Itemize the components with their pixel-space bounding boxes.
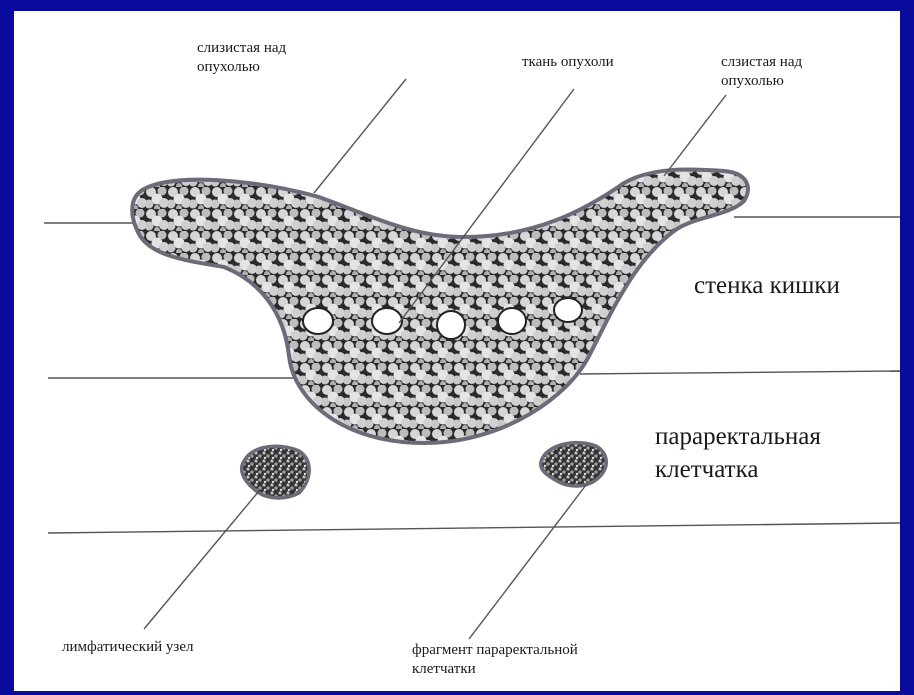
label-mucosa-left-line1: слизистая над	[197, 39, 286, 58]
label-pararectal-fragment-line1: фрагмент параректальной	[412, 641, 578, 660]
label-mucosa-right: слзистая над опухолью	[721, 53, 802, 91]
label-bowel-wall: стенка кишки	[694, 270, 840, 303]
label-pararectal-tissue-line2: клетчатка	[655, 454, 821, 487]
label-pararectal-tissue: параректальная клетчатка	[655, 421, 821, 486]
label-mucosa-right-line2: опухолью	[721, 72, 802, 91]
vessel-hole-4	[498, 308, 526, 334]
label-pararectal-fragment-line2: клетчатки	[412, 660, 578, 679]
label-mucosa-left: слизистая над опухолью	[197, 39, 286, 77]
pararectal-fragment	[541, 443, 606, 486]
tumor-diagram	[14, 11, 900, 691]
layer-line-bottom	[48, 523, 900, 533]
vessel-hole-2	[372, 308, 402, 334]
lymph-node	[242, 446, 309, 498]
tumor-mass	[132, 169, 748, 443]
layer-line-middle-right	[580, 371, 900, 374]
label-lymph-node: лимфатический узел	[62, 638, 193, 657]
label-pararectal-fragment: фрагмент параректальной клетчатки	[412, 641, 578, 679]
figure-frame: слизистая над опухолью ткань опухоли слз…	[14, 11, 900, 691]
label-pararectal-tissue-line1: параректальная	[655, 421, 821, 454]
leader-line-lymph-node	[144, 491, 259, 629]
label-tumor-tissue: ткань опухоли	[522, 53, 614, 72]
label-mucosa-right-line1: слзистая над	[721, 53, 802, 72]
leader-line-mucosa-right	[664, 95, 726, 176]
leader-line-fragment	[469, 485, 586, 639]
label-mucosa-left-line2: опухолью	[197, 58, 286, 77]
vessel-hole-5	[554, 298, 582, 322]
leader-line-mucosa-left	[314, 79, 406, 193]
vessel-hole-3	[437, 311, 465, 339]
vessel-hole-1	[303, 308, 333, 334]
